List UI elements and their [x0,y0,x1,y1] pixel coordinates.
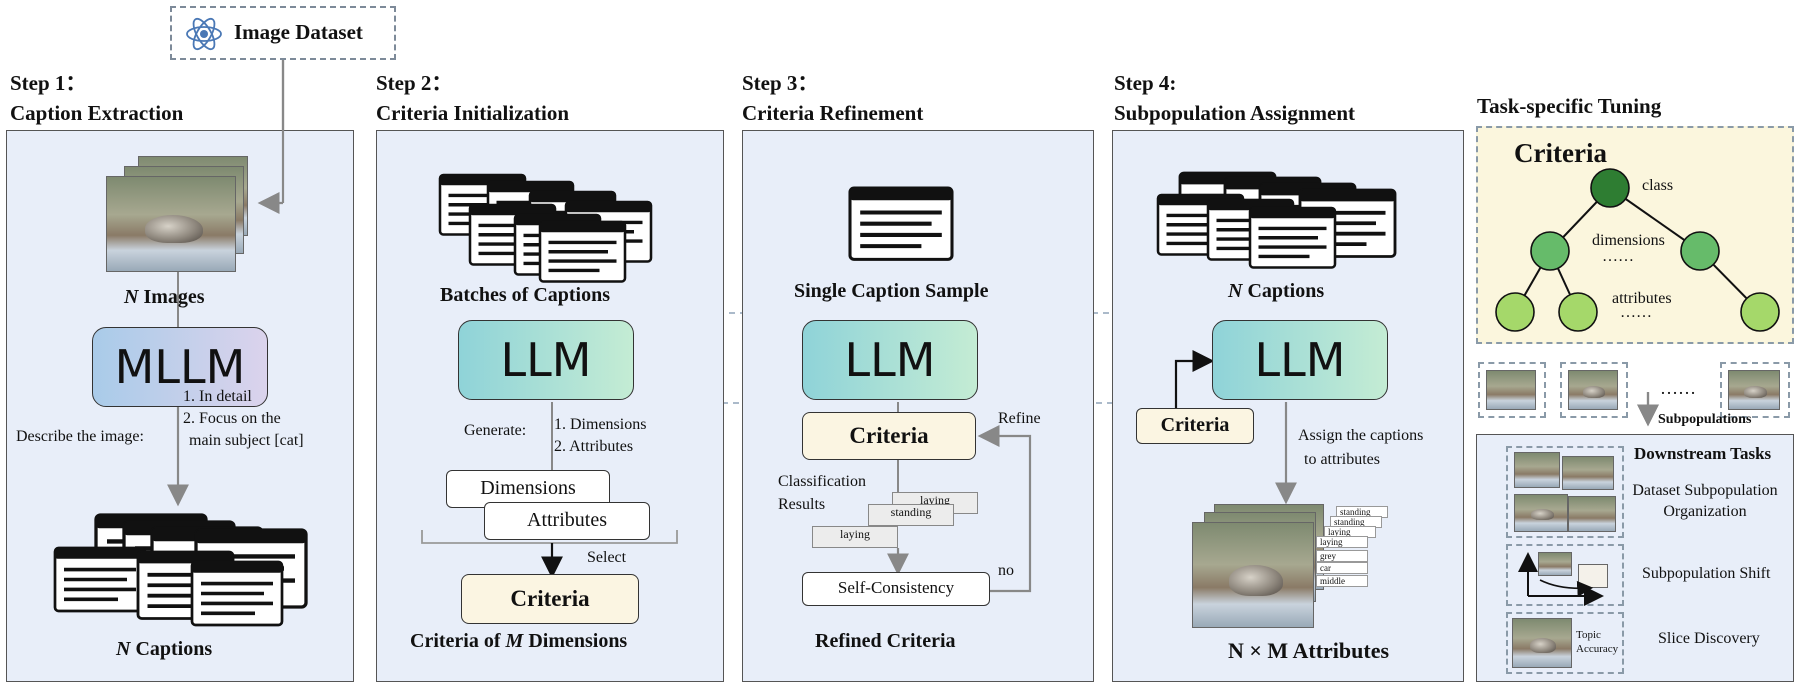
dimensions-label: Dimensions [480,477,576,499]
tree-attributes-label: attributes [1612,290,1672,307]
task1-image-b [1562,456,1614,490]
tuning-title: Task-specific Tuning [1477,94,1662,118]
task2-label: Subpopulation Shift [1642,565,1771,582]
tree-class-label: class [1642,177,1674,194]
generate-items: 1. Dimensions 2. Attributes [554,416,647,455]
step4-number: Step 4: [1114,71,1177,95]
subpopulations-label: Subpopulations [1658,412,1752,427]
task-box-2 [1506,544,1624,606]
step2-criteria-box: Criteria [461,574,639,624]
step2-number: Step 2： [376,71,453,95]
dimensions-card: Dimensions [446,470,610,508]
result-tag-mid: standing [868,504,954,526]
step2-header: Step 2： Criteria Initialization [376,68,569,128]
task1-image-d [1568,496,1616,532]
step3-title: Criteria Refinement [742,101,924,125]
image-dataset-box: Image Dataset [170,6,396,60]
batches-label: Batches of Captions [440,284,611,306]
step3-llm-label: LLM [844,333,936,387]
mllm-model: MLLM [92,327,268,407]
no-label: no [998,562,1014,579]
task1-image-c [1514,494,1568,532]
classification-results-label: Classification Results [778,473,866,513]
describe-prompt-items: 1. In detail 2. Focus on the main subjec… [183,388,304,449]
step1-header: Step 1： Caption Extraction [10,68,183,128]
assign-label: Assign the captions to attributes [1298,427,1424,468]
downstream-title: Downstream Tasks [1634,444,1772,463]
step4-captions-label: N Captions [1228,280,1325,302]
subpop-thumb-box-3 [1720,362,1790,418]
step4-header: Step 4: Subpopulation Assignment [1114,68,1355,128]
describe-prompt-label: Describe the image: [16,428,144,445]
task-box-3 [1506,612,1624,674]
result-tag-front: laying [812,526,898,548]
step4-title: Subpopulation Assignment [1114,101,1356,125]
mllm-label: MLLM [114,340,246,394]
step3-header: Step 3： Criteria Refinement [742,68,923,128]
task-box-1 [1506,446,1624,538]
attributes-label: Attributes [527,509,607,531]
step4-llm-label: LLM [1254,333,1346,387]
step4-criteria-label: Criteria [1160,414,1230,436]
attribute-tag-5: grey [1316,550,1368,562]
assignment-image-front [1192,522,1314,628]
step2-title: Criteria Initialization [376,101,570,125]
attributes-card: Attributes [484,502,650,540]
step1-captions-label: N Captions [116,638,213,660]
subpop-thumb-1 [1486,370,1536,410]
attribute-tag-4: laying [1316,536,1368,548]
atom-icon [186,17,222,51]
tree-criteria-title: Criteria [1514,138,1607,168]
subpop-thumb-box-1 [1478,362,1546,418]
attribute-tag-6: car [1316,562,1368,574]
image-dataset-label: Image Dataset [234,20,363,44]
step2-llm-label: LLM [500,333,592,387]
criteria-of-m-label: Criteria of M Dimensions [410,630,628,652]
tree-dots-1: …… [1602,248,1634,265]
step1-number: Step 1： [10,71,87,95]
task1-label: Dataset Subpopulation Organization [1632,482,1778,520]
step1-images-label: N Images [124,286,205,308]
task3-label: Slice Discovery [1658,630,1760,647]
step3-criteria-box: Criteria [802,412,976,460]
task3-image [1512,618,1572,668]
step2-criteria-label: Criteria [510,586,590,611]
self-consistency-label: Self-Consistency [837,578,955,597]
refined-criteria-label: Refined Criteria [815,630,956,652]
select-label: Select [587,549,627,566]
step1-title: Caption Extraction [10,101,184,125]
attribute-tag-7: middle [1316,575,1368,587]
n-by-m-attributes-label: N × M Attributes [1228,638,1390,663]
step4-criteria-box: Criteria [1136,408,1254,444]
step3-llm-model: LLM [802,320,978,400]
step3-criteria-label: Criteria [849,423,929,448]
subpop-thumb-box-2 [1560,362,1628,418]
step3-number: Step 3： [742,71,819,95]
task2-image-a [1538,552,1572,576]
topic-accuracy-label: Topic Accuracy [1576,629,1619,655]
step4-llm-model: LLM [1212,320,1388,400]
generate-label: Generate: [464,422,527,439]
tree-dots-2: …… [1620,304,1652,321]
single-caption-label: Single Caption Sample [794,280,989,302]
refine-label: Refine [998,410,1041,427]
tree-dimensions-label: dimensions [1592,232,1665,249]
subpop-thumb-2 [1568,370,1618,410]
task2-image-b [1578,564,1608,588]
dataset-image-front [106,176,236,272]
subpop-thumb-3 [1728,370,1780,410]
step2-llm-model: LLM [458,320,634,400]
self-consistency-box: Self-Consistency [802,572,990,606]
task1-image-a [1514,452,1560,488]
subpop-dots: …… [1660,378,1696,398]
